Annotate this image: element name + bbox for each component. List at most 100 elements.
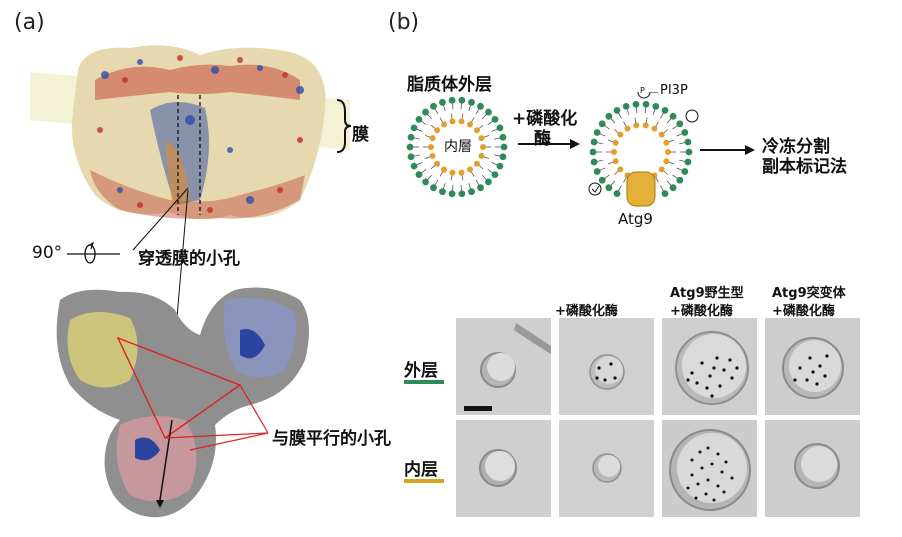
inner-lipid-head: [480, 144, 486, 150]
outer-lipid-head: [684, 138, 692, 146]
outer-lipid-head: [458, 96, 466, 104]
inner-lipid-head: [473, 160, 480, 167]
outer-lipid-head: [407, 153, 415, 161]
outer-lipid-head: [485, 108, 492, 116]
liposome-schematic: [406, 92, 755, 207]
pi3p-label: PI3P: [660, 83, 688, 98]
protein-structure-illustration: [30, 45, 352, 518]
outer-lipid-head: [681, 129, 689, 136]
outer-lipid-head: [598, 176, 606, 184]
outer-lipid-head: [685, 148, 693, 156]
inner-lipid-head: [612, 139, 619, 146]
outer-lipid-head: [491, 171, 499, 179]
phosphatase-step-line1: +磷酸化: [512, 109, 578, 129]
inner-lipid-head: [434, 127, 441, 134]
outer-lipid-head: [410, 162, 418, 170]
liposome-outer-label: 脂质体外层: [407, 75, 492, 95]
inner-lipid-head: [663, 158, 670, 165]
inner-lipid-head: [617, 166, 624, 173]
outer-lipid-head: [430, 184, 437, 192]
inner-lipid-head: [428, 144, 434, 150]
outer-lipid-head: [605, 112, 613, 120]
outer-lipid-head: [415, 115, 423, 123]
inner-lipid-head: [658, 131, 665, 138]
outer-lipid-head: [684, 158, 692, 166]
inner-lipid-head: [441, 121, 447, 128]
inner-lipid-head: [665, 149, 671, 155]
outer-lipid-head: [676, 176, 684, 184]
inner-lipid-head: [611, 149, 617, 155]
micrograph-inner-atg9-wt: [662, 420, 757, 517]
row-inner-label: 内层: [404, 460, 438, 480]
column-2-line2: +磷酸化酶: [555, 304, 618, 319]
outer-lipid-head: [415, 171, 423, 179]
rotation-angle-label: 90°: [32, 243, 63, 263]
inner-lipid-head: [633, 122, 640, 129]
outer-lipid-head: [676, 120, 684, 128]
inner-lipid-head: [467, 166, 473, 173]
outer-lipid-head: [652, 102, 660, 110]
inner-lipid-head: [612, 158, 619, 165]
inner-lipid-head: [663, 139, 670, 146]
outer-lipid-head: [632, 100, 640, 108]
inner-layer-label: 内層: [444, 139, 472, 155]
outer-lipid-head: [613, 190, 621, 197]
scale-bar: [464, 406, 492, 411]
inner-lipid-head: [449, 118, 456, 125]
outer-lipid-head: [485, 178, 492, 186]
outer-lipid-head: [622, 102, 630, 110]
outer-lipid-head: [598, 120, 606, 128]
inner-lipid-head: [478, 135, 485, 142]
outer-lipid-head: [499, 133, 507, 141]
phosphate-symbol: P: [640, 86, 645, 95]
outer-lipid-head: [439, 188, 446, 196]
liposome-before: [406, 96, 508, 198]
micrograph-inner-atg9-mutant: [765, 420, 860, 517]
freeze-fracture-line2: 副本标记法: [762, 157, 847, 177]
outer-lipid-head: [422, 108, 429, 116]
atg9-protein-shape: [626, 171, 656, 207]
micrograph-outer-control: [456, 318, 551, 415]
freeze-fracture-line1: 冷冻分割: [762, 137, 830, 157]
outer-lipid-head: [613, 107, 621, 114]
inner-lipid-head: [458, 118, 465, 125]
inner-lipid-head: [434, 160, 441, 167]
membrane-brace: [336, 99, 352, 153]
outer-lipid-head: [590, 138, 598, 146]
column-4-line1: Atg9突变体: [772, 286, 846, 301]
outer-lipid-head: [468, 98, 475, 106]
inner-lipid-head: [658, 166, 665, 173]
phosphatase-step-line2: 酶: [534, 129, 551, 149]
outer-lipid-head: [669, 184, 677, 192]
inner-lipid-head: [467, 121, 473, 128]
outer-lipid-head: [669, 112, 677, 120]
outer-lipid-head: [477, 184, 484, 192]
outer-lipid-head: [593, 168, 601, 175]
outer-lipid-head: [430, 102, 437, 110]
panel-b-label: (b): [388, 10, 420, 35]
column-4-line2: +磷酸化酶: [772, 304, 835, 319]
micrograph-inner-control: [456, 420, 551, 517]
panel-a-label: (a): [14, 10, 45, 35]
atg9-label: Atg9: [618, 210, 653, 228]
outer-lipid-head: [661, 107, 669, 114]
outer-lipid-head: [496, 162, 504, 170]
outer-lipid-head: [468, 188, 475, 196]
outer-lipid-head: [448, 96, 456, 104]
outer-lipid-head: [448, 190, 456, 198]
phosphate-icon: [637, 92, 651, 99]
atg9-cross-section-top-view: [56, 287, 310, 518]
inner-lipid-head: [478, 152, 485, 159]
row-outer-color-bar: [404, 380, 444, 384]
outer-lipid-head: [496, 124, 504, 132]
outer-lipid-head: [491, 115, 499, 123]
dephosphorylated-icon: [588, 182, 602, 196]
rotation-arrow-icon: [67, 241, 120, 264]
liposome-after: [589, 100, 693, 197]
inner-lipid-head: [441, 166, 447, 173]
outer-lipid-head: [458, 190, 466, 198]
outer-lipid-head: [439, 98, 446, 106]
inner-lipid-head: [449, 169, 456, 176]
row-inner-color-bar: [404, 479, 444, 483]
pore-parallel-membrane-label: 与膜平行的小孔: [272, 429, 391, 449]
